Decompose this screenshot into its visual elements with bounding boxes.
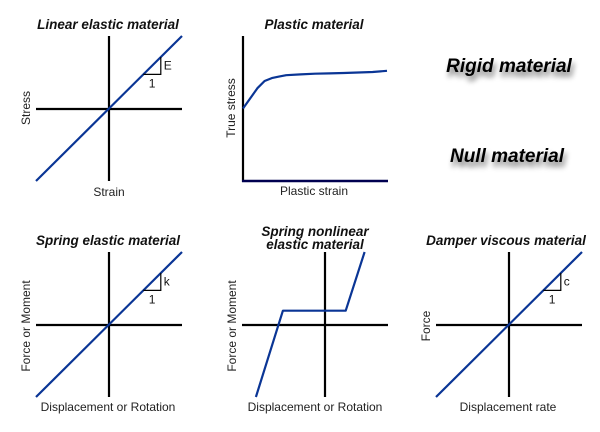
panel-title: Spring elastic material <box>36 233 180 248</box>
panel-title: Damper viscous material <box>426 233 586 248</box>
series-line <box>435 251 583 398</box>
slope-triangle: c1 <box>543 273 570 306</box>
y-axis-label: Force or Moment <box>19 280 33 372</box>
panel-spring-elastic: Spring elastic material k1 Displacement … <box>19 233 183 414</box>
x-axis-label: Plastic strain <box>280 184 348 198</box>
y-axis-label: Force <box>419 310 433 341</box>
panel-title: Linear elastic material <box>37 17 179 32</box>
slope-run-label: 1 <box>549 292 556 306</box>
series-line <box>254 251 366 398</box>
panel-title-line1: Spring nonlinear <box>261 224 369 239</box>
panel-plastic: Plastic material Plastic strain True str… <box>224 17 388 198</box>
series-line <box>35 251 183 398</box>
x-axis-label: Displacement or Rotation <box>41 400 176 414</box>
slope-triangle-legs <box>543 273 562 291</box>
y-axis-label: Stress <box>19 91 33 125</box>
slope-run-label: 1 <box>149 76 156 90</box>
y-axis-label: Force or Moment <box>225 280 239 372</box>
slope-rise-label: k <box>164 275 171 289</box>
slope-rise-label: E <box>164 59 172 73</box>
slope-rise-label: c <box>564 275 570 289</box>
x-axis-label: Displacement rate <box>460 400 557 414</box>
panel-damper-viscous: Damper viscous material c1 Displacement … <box>419 233 586 414</box>
x-axis-label: Displacement or Rotation <box>248 400 383 414</box>
series-group <box>242 69 388 110</box>
panel-title: Plastic material <box>264 17 363 32</box>
panel-spring-nonlinear: Spring nonlinear elastic material Displa… <box>225 224 388 414</box>
y-axis-label: True stress <box>224 78 238 138</box>
x-axis-label: Strain <box>93 185 124 199</box>
series-group <box>35 35 183 182</box>
slope-triangle-legs <box>143 273 162 291</box>
series-group <box>435 251 583 398</box>
series-group <box>35 251 183 398</box>
null-material-label: Null material <box>450 146 565 167</box>
panel-linear-elastic: Linear elastic material E1 Strain Stress <box>19 17 183 199</box>
slope-triangle-legs <box>143 57 162 76</box>
slope-triangle: k1 <box>143 273 171 306</box>
series-line <box>35 35 183 182</box>
series-line <box>242 69 388 110</box>
series-group <box>254 251 366 398</box>
slope-triangle: E1 <box>143 57 172 90</box>
panel-title-line2: elastic material <box>266 237 364 252</box>
rigid-material-label: Rigid material <box>446 56 572 77</box>
slope-run-label: 1 <box>149 292 156 306</box>
